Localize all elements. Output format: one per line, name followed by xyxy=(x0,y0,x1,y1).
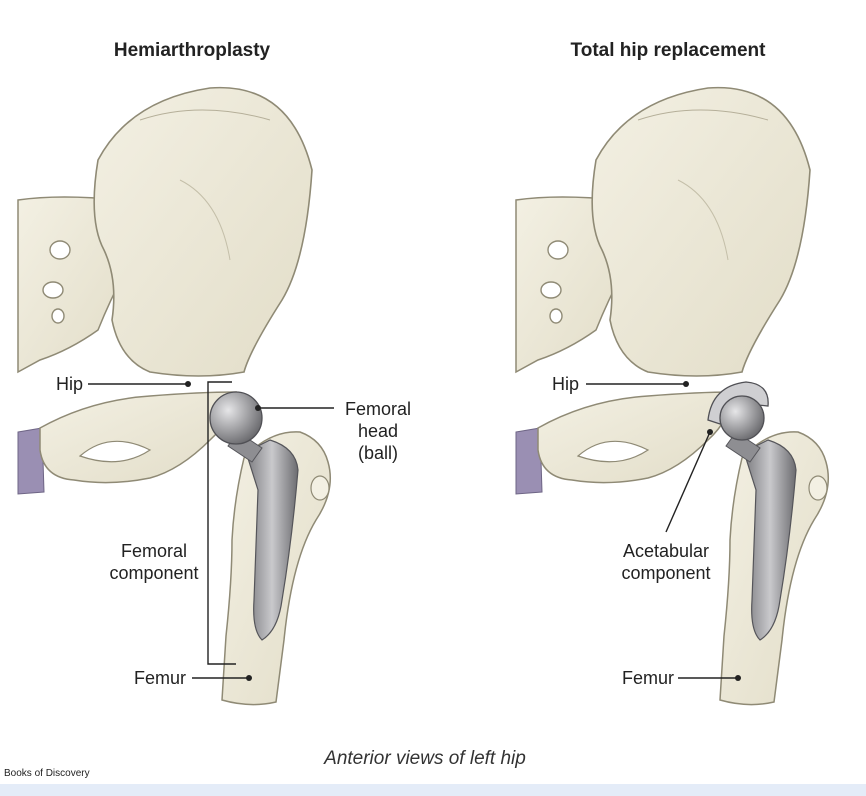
figure-caption: Anterior views of left hip xyxy=(324,748,526,769)
hemiarthroplasty-title: Hemiarthroplasty xyxy=(113,40,271,61)
left-femur-label: Femur xyxy=(134,668,187,688)
femoral-stem-right xyxy=(743,439,797,641)
right-femur-label: Femur xyxy=(622,668,675,688)
hemiarthroplasty-figure xyxy=(17,86,334,706)
total-hip-replacement-title: Total hip replacement xyxy=(570,40,766,61)
total-hip-replacement-figure xyxy=(515,86,830,706)
bottom-band xyxy=(0,784,866,796)
femoral-head-ball xyxy=(209,391,263,445)
left-hip-label: Hip xyxy=(56,374,84,394)
femoral-component-label: Femoral component xyxy=(109,541,199,583)
right-hip-label: Hip xyxy=(552,374,580,394)
image-credit: Books of Discovery xyxy=(4,768,90,779)
femoral-head-label: Femoral head (ball) xyxy=(344,399,411,463)
acetabular-component-label: Acetabular component xyxy=(621,541,711,583)
femoral-component-stem xyxy=(245,439,299,641)
